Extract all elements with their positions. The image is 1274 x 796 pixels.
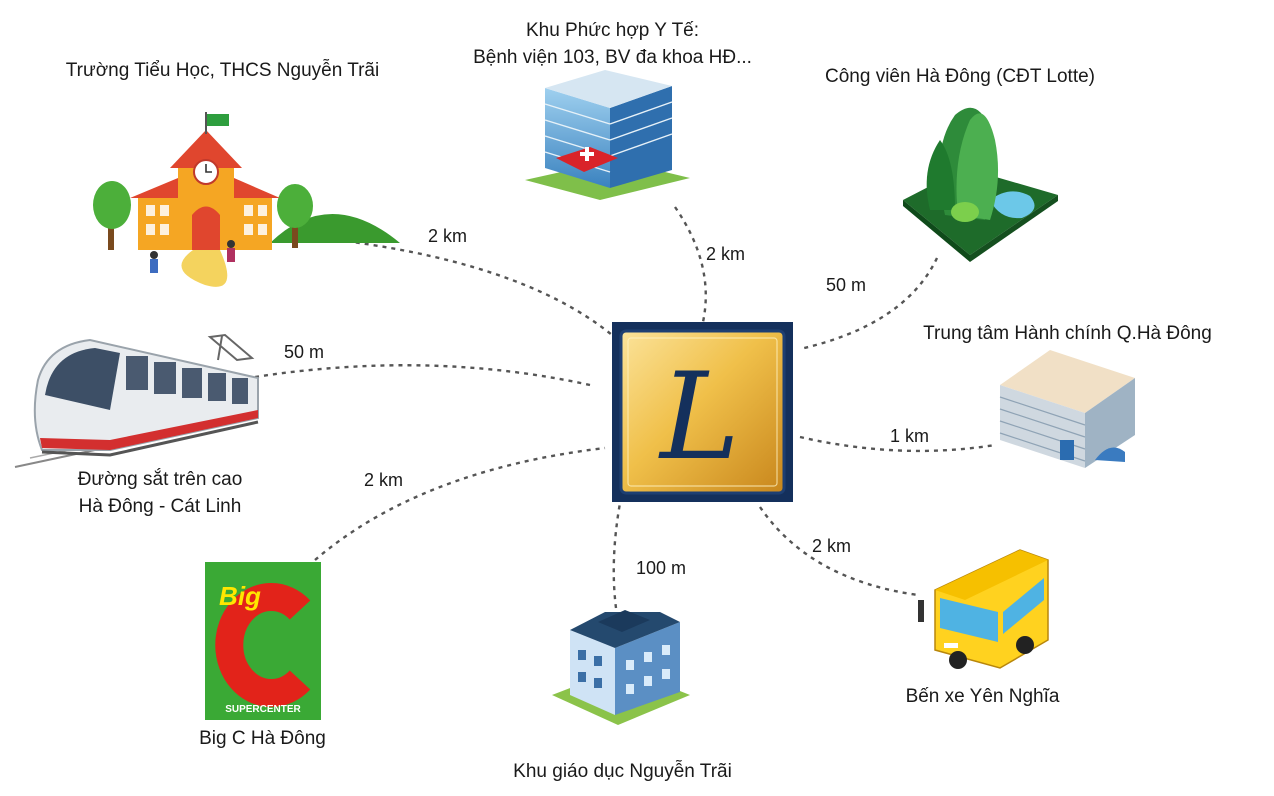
apartment-icon [552,610,690,725]
big-c-logo-bottom: SUPERCENTER [225,704,301,715]
label-railway: Đường sắt trên cao Hà Đông - Cát Linh [55,466,265,520]
school-icon [93,112,400,287]
label-hospital-line2: Bệnh viện 103, BV đa khoa HĐ... [473,47,752,68]
train-icon [14,333,259,468]
distance-bigc: 2 km [364,470,404,490]
connector-admin [799,435,996,453]
connector-bigc [314,446,606,561]
hospital-icon [525,70,690,200]
label-edu: Khu giáo dục Nguyễn Trãi [513,761,732,782]
government-building-icon [999,350,1135,468]
connector-railway [254,364,591,387]
label-hospital: Khu Phức hợp Y Tế: Bệnh viện 103, BV đa … [455,17,770,71]
label-bus: Bến xe Yên Nghĩa [905,686,1060,707]
distance-hospital: 2 km [706,244,746,264]
connector-park [799,257,939,351]
label-school: Trường Tiểu Học, THCS Nguyễn Trãi [65,60,380,81]
big-c-logo-top: Big [219,581,261,611]
distance-bus: 2 km [812,536,852,556]
label-railway-line2: Hà Đông - Cát Linh [78,496,242,517]
distance-school: 2 km [428,226,468,246]
big-c-logo: Big SUPERCENTER [205,562,321,720]
label-railway-line1: Đường sắt trên cao [77,469,243,490]
park-icon [903,107,1058,262]
label-park: Công viên Hà Đông (CĐT Lotte) [825,66,1095,87]
connector-hospital [674,206,707,323]
label-admin: Trung tâm Hành chính Q.Hà Đông [923,323,1212,344]
distance-edu: 100 m [636,558,687,578]
label-bigc: Big C Hà Đông [199,728,326,749]
bus-icon [918,549,1049,669]
logo-letter: L [658,348,740,487]
label-hospital-line1: Khu Phức hợp Y Tế: [525,20,700,41]
connector-school [319,236,613,336]
connector-edu [612,502,622,609]
distance-park: 50 m [826,275,867,295]
project-logo: L [612,322,793,502]
distance-railway: 50 m [284,342,325,362]
connectors [254,206,996,609]
connector-bus [759,506,919,597]
distance-admin: 1 km [890,426,930,446]
